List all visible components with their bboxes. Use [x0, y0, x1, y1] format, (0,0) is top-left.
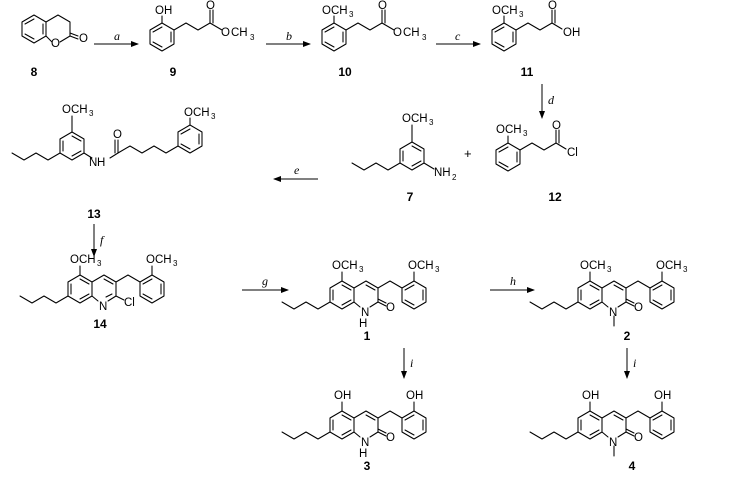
atom-o: O	[206, 0, 215, 12]
atom-o: O	[378, 0, 387, 12]
atom-och: OCH	[496, 124, 522, 136]
compound-label-10: 10	[338, 65, 352, 79]
atom-o: O	[552, 120, 561, 132]
atom-o: O	[221, 27, 230, 39]
atom-oh: OH	[582, 390, 599, 402]
atom-subscript: 3	[683, 265, 688, 274]
compound-label-3: 3	[364, 459, 371, 473]
condition-a: a	[114, 29, 120, 43]
structure-10: OCH 3 O O CH 3	[321, 0, 427, 52]
atom-och: OCH	[70, 254, 96, 266]
atom-och: OCH	[62, 104, 88, 116]
compound-label-11: 11	[521, 65, 534, 79]
atom-n: N	[609, 437, 617, 449]
atom-oh: OH	[406, 390, 423, 402]
atom-subscript: 3	[250, 33, 255, 42]
atom-subscript: 3	[89, 109, 94, 118]
atom-o: O	[386, 302, 395, 314]
atom-subscript: 2	[452, 173, 457, 182]
condition-h: h	[510, 274, 516, 288]
atom-h: H	[97, 157, 105, 169]
atom-o: O	[113, 129, 122, 141]
atom-nh: NH	[434, 167, 451, 179]
atom-o: O	[386, 432, 395, 444]
condition-g: g	[262, 274, 268, 288]
atom-subscript: 3	[359, 265, 364, 274]
structure-13: OCH 3 N H O OCH 3	[11, 104, 216, 169]
atom-h: H	[359, 448, 367, 460]
atom-o: O	[79, 33, 88, 45]
structure-8: O O	[21, 14, 88, 50]
structure-3: OH N H O OH	[281, 390, 427, 460]
atom-oh: OH	[155, 5, 172, 17]
atom-subscript: 3	[349, 10, 354, 19]
atom-n: N	[609, 307, 617, 319]
atom-o: O	[393, 27, 402, 39]
compound-label-7: 7	[407, 190, 414, 204]
atom-subscript: 3	[435, 265, 440, 274]
atom-o: O	[634, 302, 643, 314]
atom-oh: OH	[563, 27, 580, 39]
atom-och: OCH	[408, 260, 434, 272]
condition-e: e	[294, 163, 300, 177]
atom-cl: Cl	[567, 147, 578, 159]
structure-1: OCH 3 N H O OCH 3	[281, 260, 440, 330]
plus-sign: +	[464, 146, 472, 161]
atom-oh: OH	[654, 390, 671, 402]
atom-subscript: 3	[97, 259, 102, 268]
atom-h: H	[359, 318, 367, 330]
atom-oh: OH	[334, 390, 351, 402]
atom-och: OCH	[492, 5, 518, 17]
atom-n: N	[89, 157, 97, 169]
atom-och: OCH	[656, 260, 682, 272]
atom-och: OCH	[402, 113, 428, 125]
atom-n: N	[99, 301, 107, 313]
atom-ch: CH	[231, 27, 248, 39]
atom-subscript: 3	[607, 265, 612, 274]
compound-label-9: 9	[170, 65, 177, 79]
atom-subscript: 3	[173, 259, 178, 268]
compound-label-14: 14	[93, 317, 107, 331]
atom-subscript: 3	[211, 112, 216, 121]
compound-label-12: 12	[548, 190, 562, 204]
atom-subscript: 3	[519, 10, 524, 19]
structure-2: OCH 3 N O OCH 3	[529, 260, 688, 327]
compound-label-4: 4	[629, 459, 636, 473]
atom-och: OCH	[146, 254, 172, 266]
atom-och: OCH	[184, 107, 210, 119]
structure-14: OCH 3 N Cl OCH 3	[19, 254, 178, 313]
atom-subscript: 3	[429, 118, 434, 127]
atom-och: OCH	[580, 260, 606, 272]
atom-n: N	[361, 437, 369, 449]
compound-label-13: 13	[87, 207, 101, 221]
structure-7: OCH 3 NH 2	[351, 113, 457, 182]
atom-cl: Cl	[124, 297, 135, 309]
atom-subscript: 3	[523, 129, 528, 138]
atom-subscript: 3	[422, 33, 427, 42]
condition-c: c	[455, 29, 461, 43]
condition-f: f	[100, 233, 105, 247]
structure-12: OCH 3 O Cl	[495, 120, 578, 172]
atom-och: OCH	[332, 260, 358, 272]
condition-i-right: i	[633, 356, 636, 370]
condition-b: b	[286, 29, 292, 43]
atom-o: O	[51, 38, 60, 50]
atom-o: O	[634, 432, 643, 444]
structure-4: OH N O OH	[529, 390, 675, 457]
atom-o: O	[548, 0, 557, 12]
atom-och: OCH	[322, 5, 348, 17]
compound-label-1: 1	[364, 329, 371, 343]
atom-n: N	[361, 307, 369, 319]
condition-d: d	[548, 93, 555, 107]
condition-i-left: i	[410, 356, 413, 370]
compound-label-8: 8	[31, 65, 38, 79]
structure-11: OCH 3 O OH	[491, 0, 580, 52]
compound-label-2: 2	[624, 329, 631, 343]
structure-9: OH O O CH 3	[149, 0, 255, 52]
atom-ch: CH	[403, 27, 420, 39]
